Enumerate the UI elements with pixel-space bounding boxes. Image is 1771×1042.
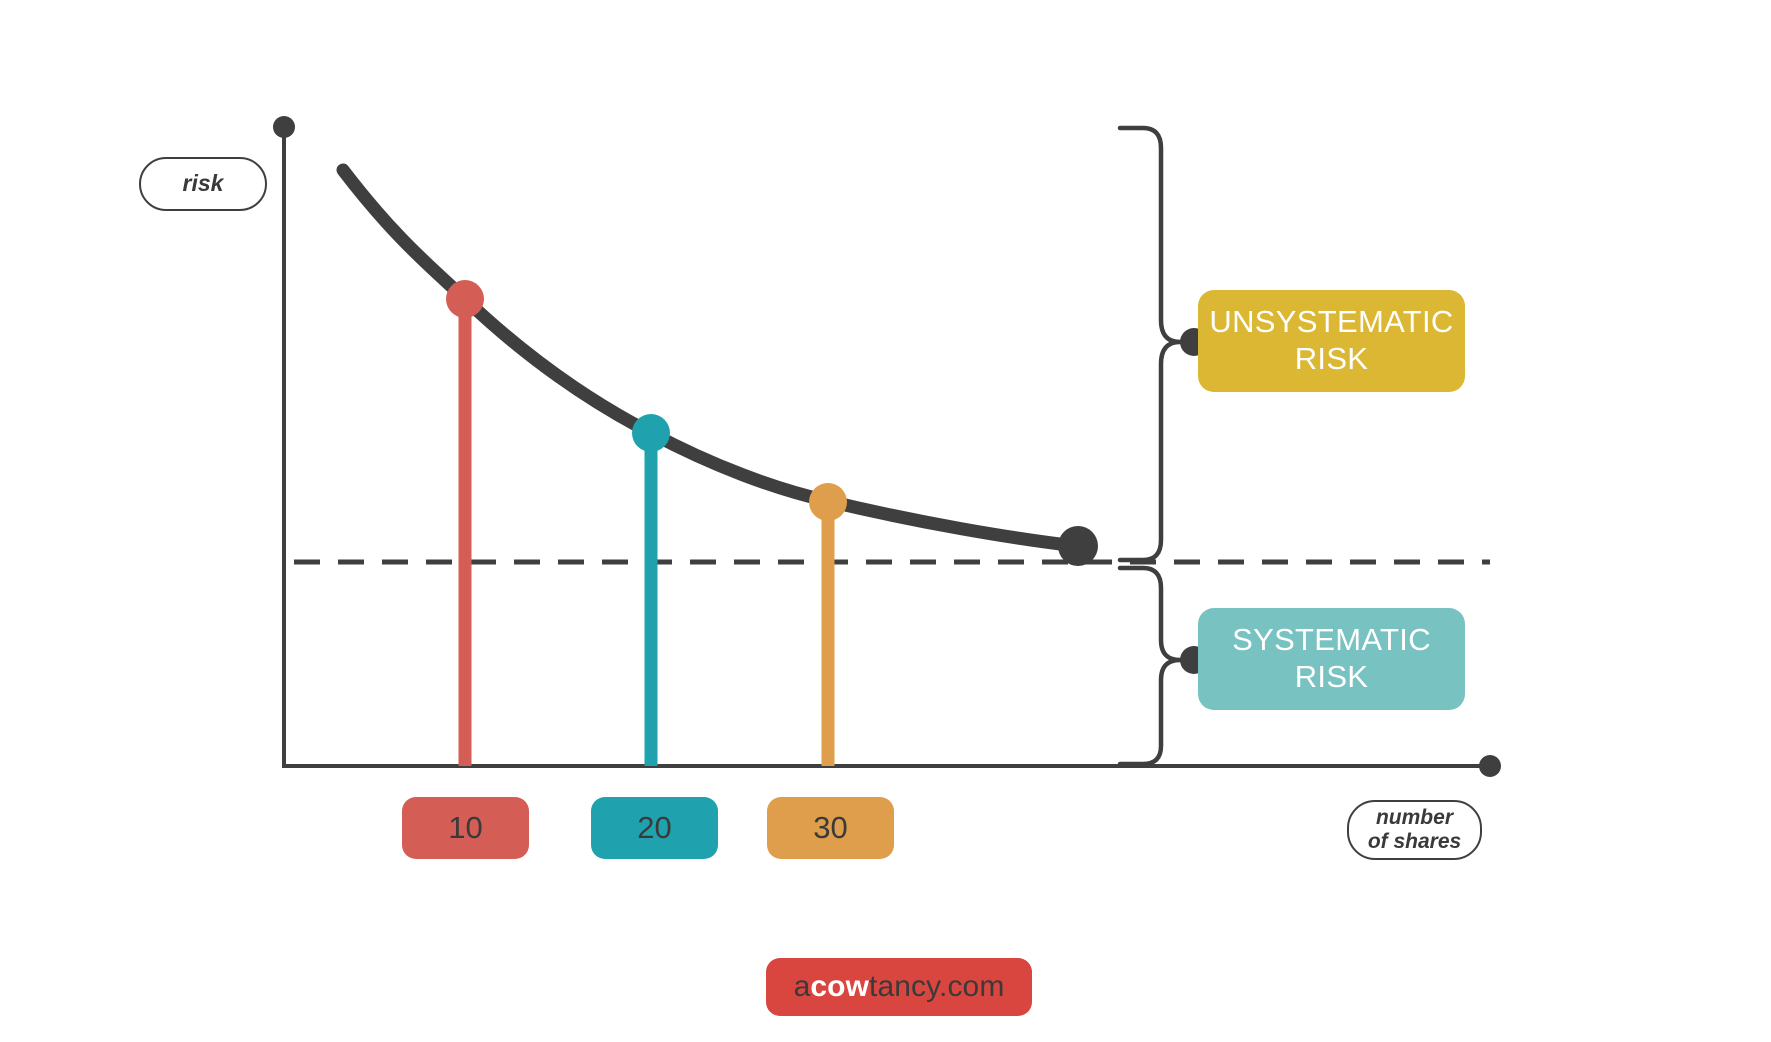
data-point-10[interactable] [446,280,484,318]
systematic-risk-brace [1117,565,1183,767]
callout-systematic-text: SYSTEMATIC RISK [1232,622,1431,695]
x-axis-label: number of shares [1347,800,1482,860]
x-axis-label-group: number of shares [1368,806,1461,853]
callout-unsystematic-line1: UNSYSTEMATIC [1209,304,1454,340]
x-axis-label-line2: of shares [1367,830,1462,853]
y-axis-cap-dot [273,116,295,138]
callout-unsystematic-risk[interactable]: UNSYSTEMATIC RISK [1198,290,1465,392]
y-axis-label-text: risk [182,170,224,197]
brand-highlight: cow [810,970,870,1003]
tick-label-20-text: 20 [637,810,672,845]
callout-unsystematic-line2: RISK [1294,341,1369,376]
tick-label-10[interactable]: 10 [402,797,529,859]
data-point-20[interactable] [632,414,670,452]
total-risk-curve [336,163,1075,552]
data-point-end[interactable] [1058,526,1098,566]
tick-label-30-text: 30 [813,810,848,845]
unsystematic-risk-brace [1117,125,1183,563]
y-axis-label: risk [139,157,267,211]
callout-systematic-line2: RISK [1294,659,1369,694]
x-axis-label-line1: number [1375,806,1453,830]
tick-label-30[interactable]: 30 [767,797,894,859]
tick-label-10-text: 10 [448,810,483,845]
tick-label-20[interactable]: 20 [591,797,718,859]
callout-systematic-line1: SYSTEMATIC [1232,622,1431,658]
data-point-30[interactable] [809,483,847,521]
callout-systematic-risk[interactable]: SYSTEMATIC RISK [1198,608,1465,710]
x-axis-cap-dot [1479,755,1501,777]
brand-suffix: tancy.com [869,970,1005,1003]
brand-prefix: a [793,970,811,1003]
callout-unsystematic-text: UNSYSTEMATIC RISK [1209,304,1453,377]
